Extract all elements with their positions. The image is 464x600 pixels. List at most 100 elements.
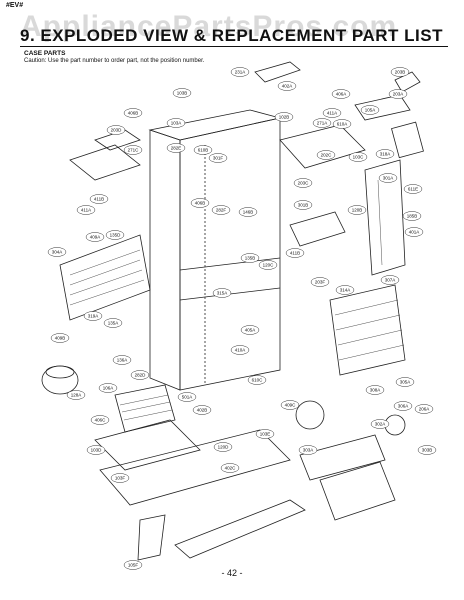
callout-bubble: 103E bbox=[255, 429, 275, 439]
callout-label: 203D bbox=[111, 128, 123, 133]
callout-bubble: 202C bbox=[316, 150, 336, 160]
callout-label: 103E bbox=[260, 432, 271, 437]
callout-label: 307A bbox=[385, 278, 396, 283]
callout-label: 202C bbox=[321, 153, 333, 158]
callout-bubble: 106A bbox=[98, 383, 118, 393]
callout-label: 409B bbox=[55, 336, 66, 341]
callout-bubble: 303A bbox=[298, 445, 318, 455]
callout-bubble: 146B bbox=[238, 207, 258, 217]
callout-bubble: 411B bbox=[285, 248, 305, 258]
callout-bubble: 610C bbox=[247, 375, 267, 385]
callout-label: 308A bbox=[370, 388, 381, 393]
callout-label: 405A bbox=[245, 328, 256, 333]
callout-label: 203B bbox=[395, 70, 406, 75]
callout-bubble: 303B bbox=[417, 445, 437, 455]
callout-bubble: 301B bbox=[293, 200, 313, 210]
callout-label: 102B bbox=[279, 115, 290, 120]
callout-label: 282F bbox=[216, 208, 227, 213]
callout-label: 501A bbox=[182, 395, 193, 400]
callout-label: 136A bbox=[117, 358, 128, 363]
callout-label: 106A bbox=[103, 386, 114, 391]
callout-bubble: 102B bbox=[274, 112, 294, 122]
callout-bubble: 103F bbox=[110, 473, 130, 483]
callout-label: 231A bbox=[235, 70, 246, 75]
callout-bubble: 410A bbox=[230, 345, 250, 355]
base-pan bbox=[94, 419, 291, 506]
callout-label: 301F bbox=[213, 156, 224, 161]
callout-label: 406A bbox=[336, 92, 347, 97]
callout-bubble: 411B bbox=[89, 194, 109, 204]
callout-label: 318A bbox=[380, 152, 391, 157]
page-number: - 42 - bbox=[221, 568, 243, 578]
callout-label: 203C bbox=[298, 181, 310, 186]
callout-label: 402B bbox=[197, 408, 208, 413]
callout-label: 303B bbox=[422, 448, 433, 453]
callout-bubble: 319A bbox=[83, 311, 103, 321]
cover-panel bbox=[69, 129, 141, 181]
callout-bubble: 203A bbox=[388, 89, 408, 99]
callout-bubble: 402A bbox=[277, 81, 297, 91]
callout-label: 301A bbox=[383, 176, 394, 181]
caution-note: Caution: Use the part number to order pa… bbox=[24, 58, 205, 64]
callout-bubble: 301A bbox=[378, 173, 398, 183]
callout-bubble: 401A bbox=[404, 227, 424, 237]
callout-bubble: 305A bbox=[395, 377, 415, 387]
fan-assembly bbox=[295, 400, 406, 481]
callout-label: 120B bbox=[352, 208, 363, 213]
callout-label: 409A bbox=[90, 235, 101, 240]
callout-bubble: 315A bbox=[212, 288, 232, 298]
control-housing bbox=[279, 94, 424, 169]
callout-label: 301B bbox=[298, 203, 309, 208]
callout-bubble: 402B bbox=[192, 405, 212, 415]
callout-bubble: 231A bbox=[230, 67, 250, 77]
callout-bubble: 409C bbox=[280, 400, 300, 410]
callout-label: 203A bbox=[393, 92, 404, 97]
callout-label: 128A bbox=[71, 393, 82, 398]
callout-label: 303A bbox=[303, 448, 314, 453]
callout-bubble: 105A bbox=[360, 105, 380, 115]
callout-bubble: 271A bbox=[312, 118, 332, 128]
compressor bbox=[41, 365, 79, 395]
callout-label: 103A bbox=[171, 121, 182, 126]
callout-bubble: 203C bbox=[293, 178, 313, 188]
callout-label: 319A bbox=[88, 314, 99, 319]
page-title: 9. EXPLODED VIEW & REPLACEMENT PART LIST bbox=[20, 26, 443, 45]
section-heading: CASE PARTS bbox=[24, 50, 66, 57]
callout-bubble: 501A bbox=[177, 392, 197, 402]
shelf-cover bbox=[289, 211, 346, 247]
callout-bubble: 203B bbox=[390, 67, 410, 77]
callout-bubble: 185B bbox=[402, 211, 422, 221]
callout-bubble: 409A bbox=[85, 232, 105, 242]
callout-bubble: 206A bbox=[414, 404, 434, 414]
callout-bubble: 135D bbox=[105, 230, 125, 240]
callout-bubble: 302A bbox=[370, 419, 390, 429]
evaporator bbox=[329, 284, 406, 376]
callout-label: 406B bbox=[195, 201, 206, 206]
callout-label: 409C bbox=[285, 403, 297, 408]
callout-label: 103F bbox=[115, 476, 126, 481]
callout-bubble: 406B bbox=[190, 198, 210, 208]
condenser-coil bbox=[114, 384, 176, 433]
right-duct bbox=[364, 159, 406, 276]
callout-label: 411A bbox=[81, 208, 91, 213]
callout-label: 135A bbox=[108, 321, 119, 326]
callout-bubble: 411A bbox=[322, 108, 342, 118]
callout-label: 402C bbox=[225, 466, 237, 471]
callout-label: 271A bbox=[317, 121, 328, 126]
cabinet-shell bbox=[148, 109, 281, 391]
callout-bubble: 103A bbox=[166, 118, 186, 128]
callout-bubble: 402C bbox=[220, 463, 240, 473]
callout-bubble: 120B bbox=[347, 205, 367, 215]
callout-bubble: 610A bbox=[332, 119, 352, 129]
callout-label: 203F bbox=[315, 280, 326, 285]
callout-label: 411B bbox=[94, 197, 104, 202]
callout-bubble: 282F bbox=[211, 205, 231, 215]
callout-bubble: 610B bbox=[193, 145, 213, 155]
callout-label: 105F bbox=[128, 563, 139, 568]
callout-label: 282D bbox=[135, 373, 147, 378]
callout-label: 105A bbox=[365, 108, 376, 113]
callout-label: 120D bbox=[218, 445, 230, 450]
callout-label: 411B bbox=[290, 251, 300, 256]
